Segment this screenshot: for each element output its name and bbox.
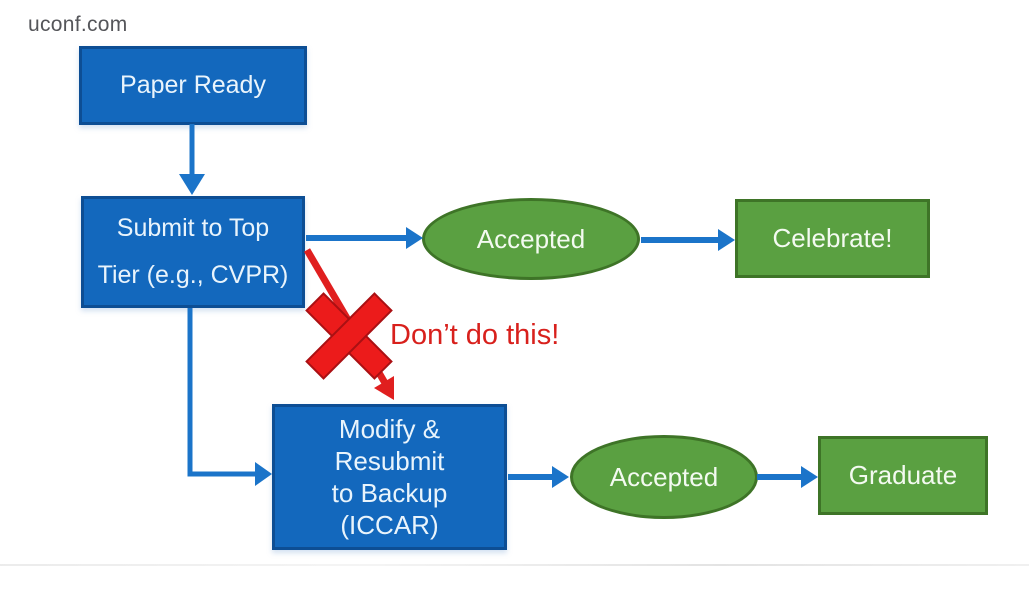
node-paper-ready-label: Paper Ready: [120, 71, 266, 99]
dont-do-this-label: Don’t do this!: [390, 319, 560, 351]
node-accepted-bottom-label: Accepted: [609, 461, 719, 492]
node-modify-line-4: (ICCAR): [340, 510, 439, 540]
node-modify-resubmit: Modify & Resubmit to Backup (ICCAR): [272, 404, 507, 550]
node-graduate-label: Graduate: [848, 460, 958, 490]
arrow-dont-do-this-icon: [303, 248, 394, 400]
node-accepted-top: Accepted: [422, 198, 640, 280]
arrow-submit-to-modify-icon: [187, 308, 272, 486]
node-celebrate-label: Celebrate!: [772, 223, 893, 253]
node-modify-line-1: Modify &: [338, 414, 441, 444]
arrow-modify-to-accepted-icon: [508, 466, 569, 488]
node-submit-line-2: Tier (e.g., CVPR): [97, 261, 289, 289]
node-modify-line-3: to Backup: [331, 478, 448, 508]
cross-icon: [305, 292, 393, 380]
node-accepted-top-label: Accepted: [476, 223, 586, 254]
node-paper-ready: Paper Ready: [79, 46, 307, 125]
node-graduate: Graduate: [818, 436, 988, 515]
arrow-accepted-to-celebrate-icon: [641, 229, 735, 251]
site-watermark: uconf.com: [28, 13, 128, 36]
node-celebrate: Celebrate!: [735, 199, 930, 278]
arrow-submit-to-accepted-icon: [306, 227, 423, 249]
bottom-artifact-line: [0, 564, 1029, 566]
arrow-paper-to-submit-icon: [179, 124, 205, 195]
node-submit-top-tier: Submit to Top Tier (e.g., CVPR): [81, 196, 305, 308]
arrow-accepted-to-graduate-icon: [757, 466, 818, 488]
node-modify-line-2: Resubmit: [334, 446, 445, 476]
node-accepted-bottom: Accepted: [570, 435, 758, 519]
node-submit-line-1: Submit to Top: [116, 214, 270, 242]
